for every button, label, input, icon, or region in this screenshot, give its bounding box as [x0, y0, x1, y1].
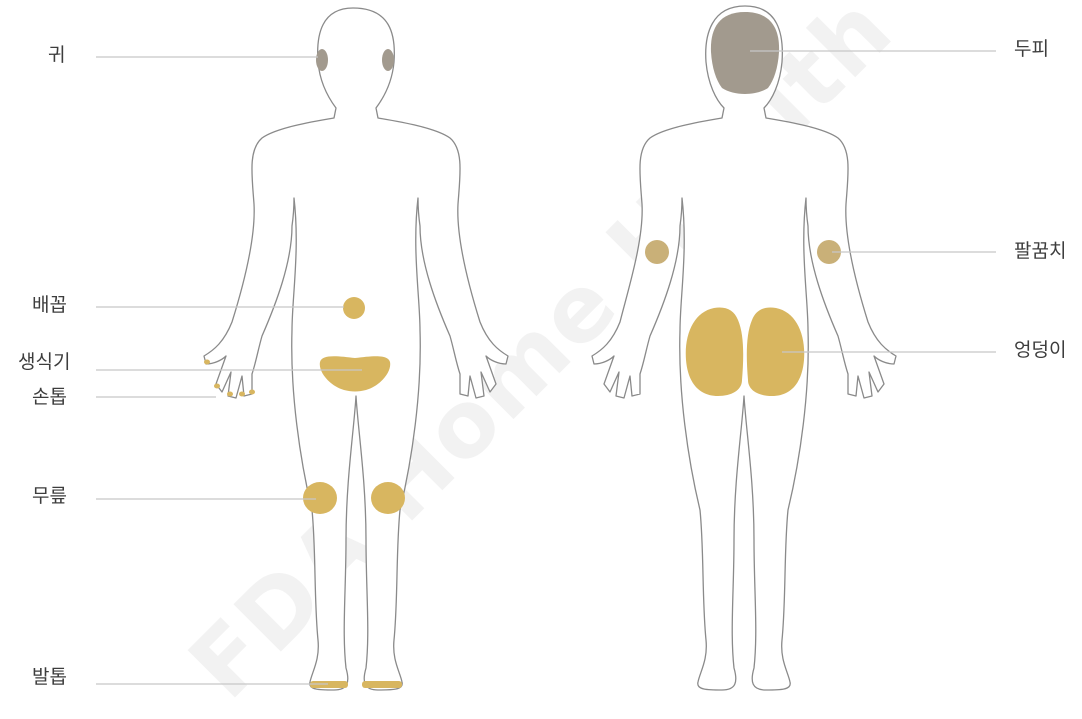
label-ear: 귀	[48, 46, 65, 65]
front-right-knee-spot	[371, 482, 405, 514]
back-body-outline	[592, 6, 896, 690]
label-genitals: 생식기	[18, 353, 70, 372]
front-right-ear	[382, 49, 394, 71]
label-knees: 무릎	[32, 487, 67, 506]
body-diagram	[0, 0, 1082, 694]
label-fingernails: 손톱	[32, 388, 67, 407]
front-navel-spot	[343, 297, 365, 319]
front-figure	[204, 8, 508, 690]
label-navel: 배꼽	[32, 296, 67, 315]
front-left-knee-spot	[303, 482, 337, 514]
label-toenails: 발톱	[32, 668, 67, 687]
label-scalp: 두피	[1014, 40, 1049, 59]
front-body-outline	[204, 8, 508, 690]
front-left-ear	[316, 49, 328, 71]
back-figure	[592, 6, 896, 690]
back-scalp-spot	[711, 12, 779, 94]
label-buttocks: 엉덩이	[1014, 341, 1066, 360]
label-elbows: 팔꿈치	[1014, 242, 1066, 261]
back-left-elbow-spot	[645, 240, 669, 264]
